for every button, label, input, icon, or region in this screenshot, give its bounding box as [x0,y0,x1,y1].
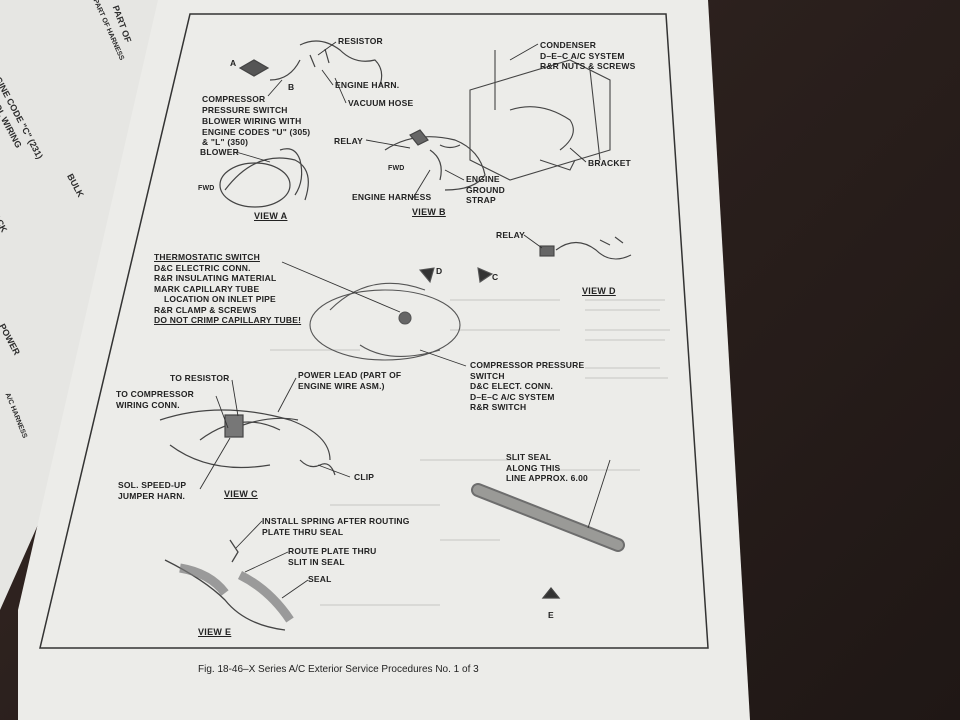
view-d-title: VIEW D [582,286,616,296]
leader-lines [199,41,611,599]
label-vacuum-hose: VACUUM HOSE [348,98,414,108]
label-relay-b: RELAY [334,136,364,146]
label-to-compressor: TO COMPRESSOR WIRING CONN. [116,389,195,410]
label-engine-harn: ENGINE HARN. [335,80,400,90]
label-blower-wiring: BLOWER WIRING WITH ENGINE CODES "U" (305… [202,116,311,147]
label-e: E [548,610,554,620]
condenser-sketch [469,50,611,181]
compressor-sketch [309,267,494,361]
label-c: C [492,272,499,282]
view-b-sketch [384,129,486,191]
label-engine-harness: ENGINE HARNESS [352,192,432,202]
label-blower: BLOWER [200,147,239,157]
label-engine-ground-strap: ENGINE GROUND STRAP [466,174,505,205]
label-fwd-b: FWD [388,165,405,172]
label-resistor: RESISTOR [338,36,383,46]
label-d: D [436,266,443,276]
label-relay-d: RELAY [496,230,526,240]
view-a-title: VIEW A [254,211,288,221]
label-clip: CLIP [354,472,375,482]
label-slit-seal: SLIT SEAL ALONG THIS LINE APPROX. 6.00 [506,452,588,483]
label-to-resistor: TO RESISTOR [170,373,230,383]
label-install-spring: INSTALL SPRING AFTER ROUTING PLATE THRU … [262,516,410,537]
figure-border [39,13,709,649]
view-a-sketch [219,40,383,208]
view-e-title: VIEW E [198,627,232,637]
compressor-pressure-switch-notes: COMPRESSOR PRESSURE SWITCH D&C ELECT. CO… [470,360,585,412]
label-bracket: BRACKET [588,158,631,168]
label-condenser: CONDENSER D–E–C A/C SYSTEM R&R NUTS & SC… [540,40,636,71]
label-b: B [288,82,295,92]
bleed-through-text [270,299,670,606]
view-d-sketch [539,236,632,260]
label-compressor-pressure-switch: COMPRESSOR PRESSURE SWITCH [202,94,288,115]
view-b-title: VIEW B [412,207,446,217]
label-fwd-a: FWD [198,185,215,192]
view-c-title: VIEW C [224,489,258,499]
label-route-plate: ROUTE PLATE THRU SLIT IN SEAL [288,546,377,567]
label-power-lead: POWER LEAD (PART OF ENGINE WIRE ASM.) [298,370,402,391]
label-sol-speed-up: SOL. SPEED-UP JUMPER HARN. [118,480,187,501]
view-e-sketch [164,483,625,631]
label-a: A [230,58,237,68]
figure-caption: Fig. 18-46–X Series A/C Exterior Service… [198,664,479,675]
thermostatic-switch-notes: THERMOSTATIC SWITCH D&C ELECTRIC CONN. R… [154,252,302,325]
label-seal: SEAL [308,574,332,584]
view-c-sketch [159,409,336,476]
